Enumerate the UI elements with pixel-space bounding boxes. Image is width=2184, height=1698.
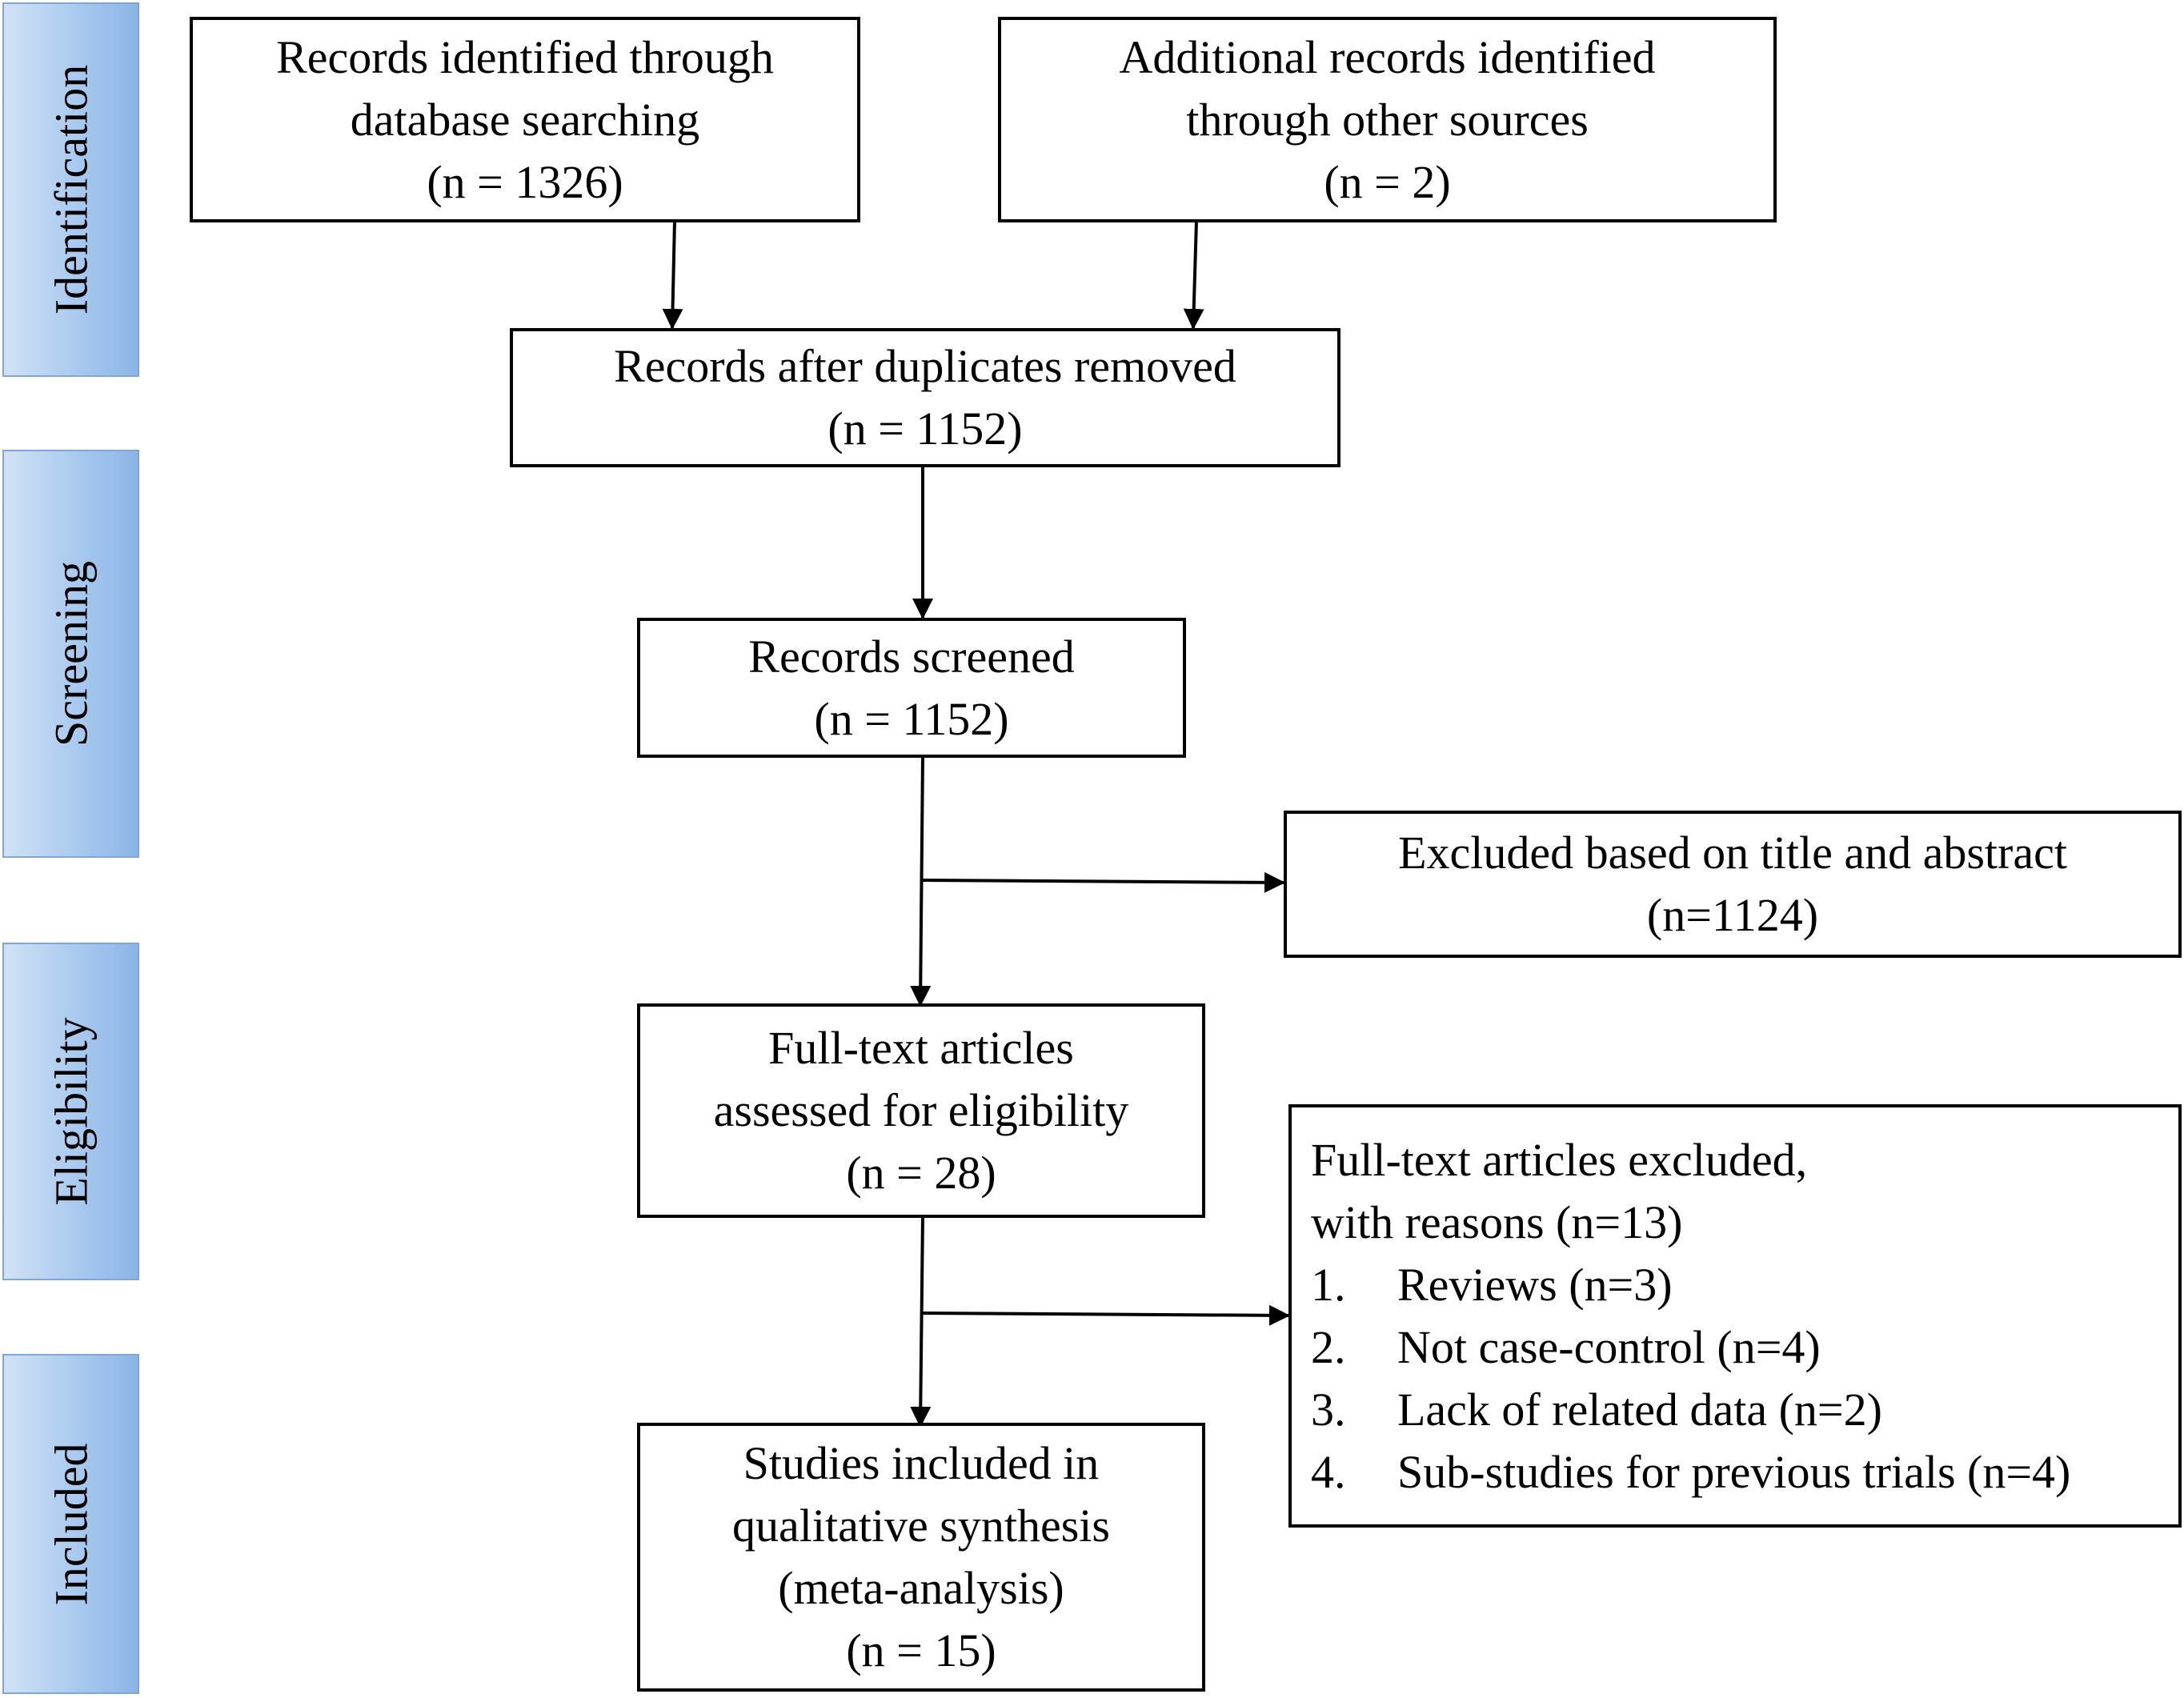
box-database-searching: Records identified through database sear… (190, 17, 860, 222)
stage-identification: Identification (2, 2, 139, 377)
exclusion-reason: 3. Lack of related data (n=2) (1311, 1379, 1882, 1441)
reason-number: 4. (1311, 1445, 1346, 1498)
box-line: (n = 28) (846, 1147, 996, 1199)
arrow-fulltext-to-included (910, 1215, 932, 1428)
arrow-screened-to-fulltext (910, 756, 932, 1007)
box-line: with reasons (n=13) (1311, 1195, 1683, 1248)
box-fulltext-excluded: Full-text articles excluded, with reason… (1288, 1104, 2182, 1528)
box-fulltext-assessed: Full-text articles assessed for eligibil… (637, 1003, 1205, 1218)
arrow-fulltext-to-excluded (922, 1304, 1290, 1326)
box-line: Records identified through (276, 30, 774, 83)
box-line: (n = 1152) (828, 402, 1023, 455)
box-other-sources: Additional records identified through ot… (998, 17, 1777, 222)
box-duplicates-removed: Records after duplicates removed (n = 11… (510, 328, 1340, 467)
exclusion-reason: 2. Not case-control (n=4) (1311, 1316, 1821, 1379)
box-line: Records after duplicates removed (614, 340, 1236, 392)
box-line: (n = 2) (1324, 155, 1451, 208)
reason-text: Not case-control (n=4) (1397, 1320, 1821, 1373)
box-line: database searching (350, 93, 700, 146)
stage-eligibility: Eligibility (2, 943, 139, 1280)
box-line: (n = 15) (846, 1624, 996, 1676)
stage-included: Included (2, 1354, 139, 1694)
box-line: through other sources (1186, 93, 1589, 146)
reason-number: 3. (1311, 1383, 1346, 1436)
reason-number: 2. (1311, 1320, 1346, 1373)
box-line: Full-text articles excluded, (1311, 1133, 1808, 1186)
box-line: Additional records identified (1119, 30, 1656, 83)
box-line: Full-text articles (768, 1022, 1074, 1074)
box-line: (n=1124) (1646, 889, 1819, 941)
reason-text: Reviews (n=3) (1397, 1258, 1673, 1311)
box-line: assessed for eligibility (713, 1084, 1129, 1136)
box-line: Studies included in (743, 1437, 1100, 1489)
box-excluded-title-abstract: Excluded based on title and abstract (n=… (1284, 811, 2182, 958)
stage-screening: Screening (2, 450, 139, 858)
exclusion-reason: 1. Reviews (n=3) (1311, 1254, 1673, 1316)
arrow-screened-to-excluded (922, 871, 1285, 893)
box-studies-included: Studies included in qualitative synthesi… (637, 1423, 1205, 1692)
box-line: Excluded based on title and abstract (1398, 827, 2067, 879)
box-records-screened: Records screened (n = 1152) (637, 618, 1186, 758)
box-line: (n = 1326) (427, 155, 623, 208)
arrow-database-to-duplicates (662, 220, 683, 330)
box-line: Records screened (748, 630, 1075, 683)
box-line: (meta-analysis) (778, 1562, 1064, 1614)
exclusion-reason: 4. Sub-studies for previous trials (n=4) (1311, 1441, 2070, 1504)
reason-text: Sub-studies for previous trials (n=4) (1397, 1445, 2071, 1498)
arrow-other-to-duplicates (1183, 220, 1204, 330)
reason-number: 1. (1311, 1258, 1346, 1311)
box-line: qualitative synthesis (732, 1500, 1110, 1552)
box-line: (n = 1152) (814, 692, 1009, 745)
reason-text: Lack of related data (n=2) (1397, 1383, 1882, 1436)
